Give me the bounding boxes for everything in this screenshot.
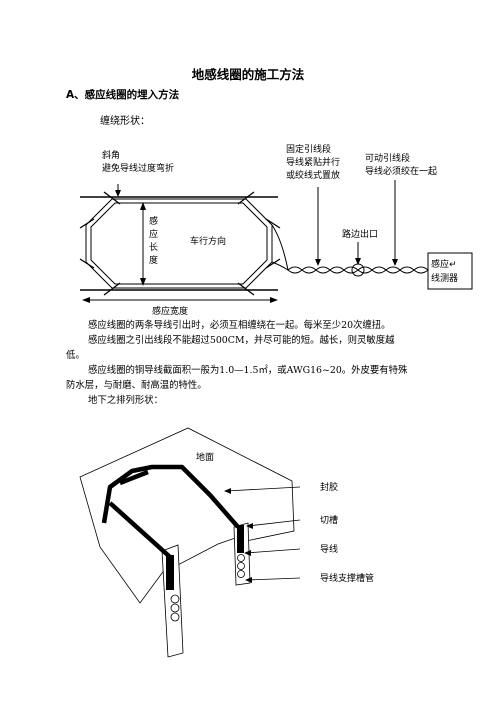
sensor-label-2: 线测器 bbox=[431, 272, 458, 284]
wire-label: 导线 bbox=[320, 543, 338, 555]
movable-lead-label-1: 可动引线段 bbox=[365, 152, 410, 164]
para-wire-spec: 感应线圈的铜导线截面积一般为1.0—1.5㎡，或AWG16~20。外皮要有特殊 bbox=[88, 365, 408, 376]
slot-label: 切槽 bbox=[320, 514, 338, 526]
sensor-box bbox=[427, 252, 473, 290]
section-heading-a: A、感应线圈的埋入方法 bbox=[66, 89, 180, 101]
direction-label: 车行方向 bbox=[190, 235, 226, 247]
underground-diagram: 地面 封胶 切槽 导线 导线支撑槽管 bbox=[79, 427, 374, 658]
fixed-lead-label-3: 或绞线式置放 bbox=[286, 169, 340, 181]
twisted-lead-wire-b bbox=[271, 224, 429, 274]
fixed-lead-label-2: 导线紧贴并行 bbox=[286, 156, 340, 168]
loop-layout-diagram: 斜角 避免导线过度弯折 固定引线段 导线紧贴并行 或绞线式置放 可动引线段 导线… bbox=[79, 143, 473, 317]
para-twist: 感应线圈的两条导线引出时，必须互相缠绕在一起。每米至少20次缠扭。 bbox=[88, 320, 391, 331]
page-title: 地感线圈的施工方法 bbox=[191, 67, 305, 82]
length-label-3: 长 bbox=[149, 241, 158, 253]
body-paragraphs: 感应线圈的两条导线引出时，必须互相缠绕在一起。每米至少20次缠扭。 感应线圈之引… bbox=[66, 318, 433, 408]
para-lead-length-cont: 低。 bbox=[66, 350, 85, 361]
arrangement-label: 地下之排列形状： bbox=[88, 395, 164, 406]
loop-wire bbox=[101, 464, 240, 529]
ground-surface bbox=[79, 427, 295, 604]
road-exit-label: 路边出口 bbox=[342, 228, 378, 240]
length-label-2: 应 bbox=[149, 228, 158, 240]
sensor-label-1: 感应↵ bbox=[431, 258, 457, 270]
width-label: 感应宽度 bbox=[152, 305, 188, 317]
sealant-label: 封胶 bbox=[320, 481, 338, 493]
corner-label-2: 避免导线过度弯折 bbox=[102, 162, 174, 174]
twisted-lead-wire-a bbox=[271, 261, 429, 271]
tube-label: 导线支撑槽管 bbox=[320, 572, 374, 584]
ground-label: 地面 bbox=[196, 451, 214, 463]
winding-shape-label: 缠绕形状： bbox=[100, 116, 150, 127]
fixed-lead-label-1: 固定引线段 bbox=[286, 143, 331, 155]
loop-inner bbox=[90, 202, 268, 285]
para-wire-spec-cont: 防水层，与耐磨、耐高温的特性。 bbox=[66, 380, 207, 391]
para-lead-length: 感应线圈之引出线段不能超过500CM，并尽可能的短。越长，则灵敏度越 bbox=[88, 335, 395, 346]
length-label-4: 度 bbox=[149, 254, 158, 266]
movable-lead-label-2: 导线必须绞在一起 bbox=[365, 165, 437, 177]
loop-outer bbox=[85, 198, 273, 289]
length-label-1: 感 bbox=[149, 215, 158, 227]
corner-label-1: 斜角 bbox=[102, 149, 120, 161]
